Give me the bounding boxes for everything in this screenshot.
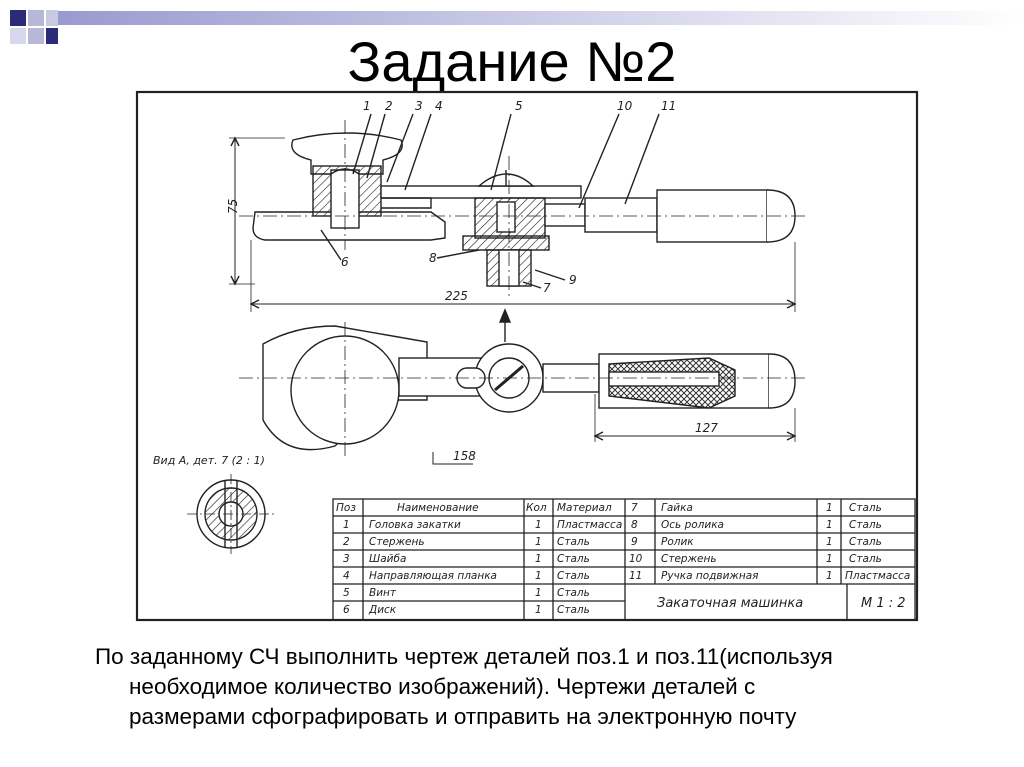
view-a-label: Вид А, дет. 7 (2 : 1) <box>153 454 265 467</box>
row-qty: 1 <box>535 553 542 565</box>
row-pos: 6 <box>343 604 350 616</box>
scale-label: М 1 : 2 <box>861 596 906 611</box>
row-pos: 4 <box>343 570 350 582</box>
row-name: Головка закатки <box>369 519 461 531</box>
leader-label-9: 9 <box>569 273 577 287</box>
table-text: Поз Наименование Кол Материал 1 Головка … <box>336 502 910 616</box>
row-qty: 1 <box>535 570 542 582</box>
row-pos: 2 <box>343 536 350 548</box>
row-material: Сталь <box>557 553 590 565</box>
row-qty: 1 <box>826 519 833 531</box>
row-pos: 8 <box>631 519 638 531</box>
row-material: Пластмасса <box>557 519 622 531</box>
header-bar <box>58 11 1024 25</box>
leader-label-5: 5 <box>515 99 523 113</box>
row-pos: 10 <box>629 553 643 565</box>
deco-square <box>10 28 26 44</box>
row-qty: 1 <box>535 604 542 616</box>
row-material: Сталь <box>557 536 590 548</box>
row-pos: 9 <box>631 536 638 548</box>
leader-label-8: 8 <box>429 251 437 265</box>
row-material: Сталь <box>557 604 590 616</box>
row-material: Сталь <box>849 519 882 531</box>
assembly-name: Закаточная машинка <box>657 596 803 611</box>
table-header-name: Наименование <box>397 502 479 514</box>
leader-label-11: 11 <box>661 99 676 113</box>
row-material: Сталь <box>557 570 590 582</box>
dimension-158: 158 <box>453 449 476 463</box>
row-name: Стержень <box>661 553 717 565</box>
row-name: Шайба <box>369 553 406 565</box>
row-material: Сталь <box>849 553 882 565</box>
row-qty: 1 <box>535 519 542 531</box>
dimension-225: 225 <box>445 289 468 303</box>
dimension-75: 75 <box>226 199 240 214</box>
leader-label-4: 4 <box>435 99 443 113</box>
slide-title: Задание №2 <box>347 30 677 93</box>
row-qty: 1 <box>826 502 833 514</box>
deco-square <box>46 28 58 44</box>
row-name: Диск <box>368 604 397 616</box>
row-material: Сталь <box>557 587 590 599</box>
leader-label-10: 10 <box>617 99 633 113</box>
parts-table <box>332 498 916 621</box>
leader-label-3: 3 <box>415 99 423 113</box>
row-qty: 1 <box>826 570 833 582</box>
task-caption: По заданному СЧ выполнить чертеж деталей… <box>95 642 975 732</box>
row-material: Сталь <box>849 502 882 514</box>
row-pos: 3 <box>343 553 350 565</box>
table-header-material: Материал <box>557 502 612 514</box>
row-pos: 11 <box>629 570 642 582</box>
row-qty: 1 <box>826 553 833 565</box>
technical-drawing: 1 2 3 4 5 10 11 6 8 9 7 75 225 127 158 В… <box>135 90 919 622</box>
row-name: Направляющая планка <box>369 570 497 582</box>
row-qty: 1 <box>535 587 542 599</box>
dimension-127: 127 <box>695 421 718 435</box>
header-decoration <box>10 10 1024 44</box>
caption-line: размерами сфографировать и отправить на … <box>129 704 797 729</box>
table-header-pos: Поз <box>336 502 356 514</box>
row-name: Ручка подвижная <box>661 570 759 582</box>
leader-label-6: 6 <box>341 255 349 269</box>
deco-square <box>10 10 26 26</box>
row-name: Винт <box>369 587 397 599</box>
front-view <box>229 113 805 342</box>
row-pos: 1 <box>343 519 350 531</box>
row-qty: 1 <box>535 536 542 548</box>
table-header-qty: Кол <box>526 502 547 514</box>
deco-square <box>46 10 58 26</box>
row-pos: 7 <box>631 502 638 514</box>
leader-label-7: 7 <box>543 281 551 295</box>
row-name: Ролик <box>661 536 694 548</box>
row-name: Ось ролика <box>661 519 724 531</box>
view-a <box>187 474 275 554</box>
caption-line: необходимое количество изображений). Чер… <box>129 674 756 699</box>
row-name: Гайка <box>661 502 693 514</box>
deco-square <box>28 10 44 26</box>
row-qty: 1 <box>826 536 833 548</box>
leader-label-1: 1 <box>363 99 371 113</box>
row-material: Сталь <box>849 536 882 548</box>
deco-square <box>28 28 44 44</box>
row-material: Пластмасса <box>845 570 910 582</box>
row-pos: 5 <box>343 587 350 599</box>
caption-line: По заданному СЧ выполнить чертеж деталей… <box>95 644 833 669</box>
leader-label-2: 2 <box>385 99 393 113</box>
row-name: Стержень <box>369 536 425 548</box>
top-view <box>239 322 805 465</box>
